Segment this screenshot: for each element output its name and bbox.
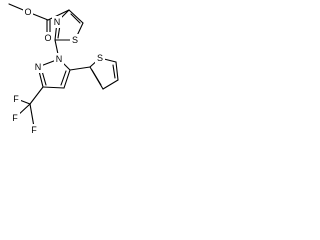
bond-thiophene-c5-c4 — [115, 61, 119, 81]
atom-f1: F — [12, 93, 21, 105]
atom-layer: O O S N N N S F — [11, 6, 105, 136]
bond-pyrazole-c3-c4 — [42, 86, 65, 89]
molecule-structure: O O S N N N S F — [8, 3, 119, 136]
bond-carbonyl-c-ring — [47, 9, 70, 21]
atom-o-methyl-ester: O — [23, 6, 33, 18]
bond-thiophene-c3-c2-inner — [91, 69, 102, 86]
structure-canvas: O O S N N N S F — [0, 0, 127, 156]
atom-n2-pyrazole-label: N — [35, 62, 42, 72]
atom-n1-pyrazole-label: N — [56, 54, 63, 64]
bond-thiophene-c5-c4-inner — [112, 64, 116, 79]
atom-f1-label: F — [13, 94, 19, 104]
atom-f3: F — [30, 124, 39, 136]
bond-pyrazole-cf3 — [29, 86, 44, 105]
bond-pyrazole-n2-c3-inner — [41, 70, 47, 86]
bond-thiophene-c4-c3 — [102, 79, 119, 90]
atom-s-thiophene: S — [95, 52, 105, 64]
bond-pyrazole-c4-c5 — [63, 69, 71, 89]
bond-layer — [8, 3, 119, 128]
atom-o-carbonyl: O — [43, 32, 53, 44]
atom-f2-label: F — [12, 113, 18, 123]
atom-o-methyl-ester-label: O — [24, 7, 31, 17]
atom-s-thiazole: S — [70, 34, 80, 46]
bond-thiazole-c4-c5 — [68, 9, 84, 24]
bond-pyrazole-c4-c5-inner — [60, 70, 67, 86]
bond-c-f3 — [29, 103, 35, 128]
atom-f2: F — [11, 112, 20, 124]
atom-n-thiazole: N — [52, 16, 62, 28]
atom-o-carbonyl-label: O — [44, 33, 51, 43]
atom-n-thiazole-label: N — [54, 17, 61, 27]
atom-f3-label: F — [31, 125, 37, 135]
atom-s-thiophene-label: S — [97, 53, 103, 63]
atom-n1-pyrazole: N — [54, 53, 64, 65]
bond-thiazole-c4-c5-inner — [70, 13, 81, 24]
bond-pyrazole-thiophene — [69, 66, 91, 71]
atom-s-thiazole-label: S — [72, 35, 78, 45]
atom-n2-pyrazole: N — [33, 61, 43, 73]
